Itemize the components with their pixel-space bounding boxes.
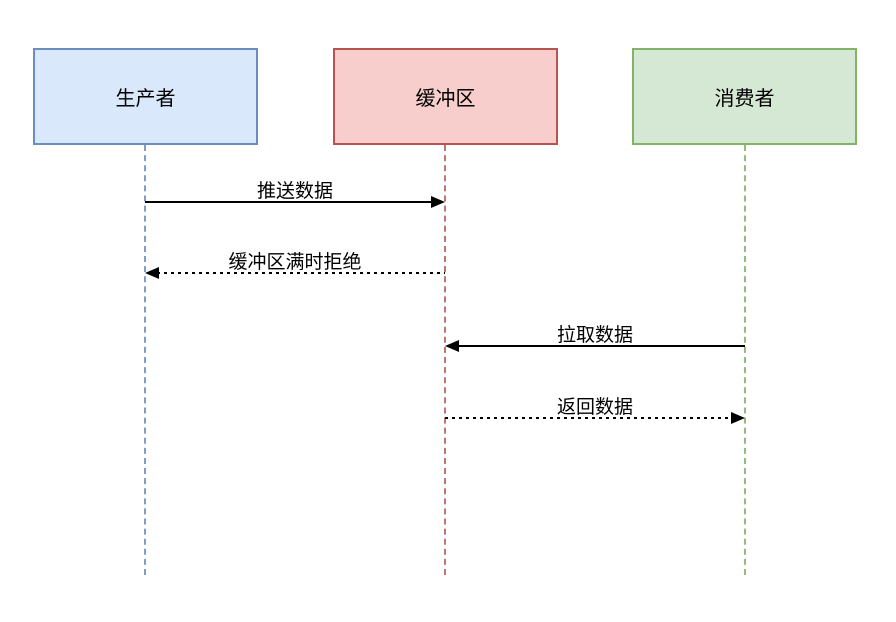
- arrowhead-right-icon: [731, 412, 745, 424]
- actor-box-consumer: 消费者: [632, 48, 857, 145]
- message-line: [145, 201, 433, 203]
- message-line: [157, 272, 445, 274]
- arrowhead-right-icon: [431, 196, 445, 208]
- message-label: 返回数据: [556, 397, 633, 418]
- message-reject-when-full: 缓冲区满时拒绝: [145, 247, 445, 281]
- message-return-data: 返回数据: [445, 392, 745, 426]
- message-label: 缓冲区满时拒绝: [228, 252, 362, 273]
- actor-label-consumer: 消费者: [714, 88, 775, 110]
- arrowhead-left-icon: [145, 267, 159, 279]
- lifeline-buffer: [444, 145, 446, 575]
- lifeline-consumer: [744, 145, 746, 575]
- actor-box-producer: 生产者: [33, 48, 258, 145]
- message-pull-data: 拉取数据: [445, 320, 745, 354]
- message-line: [445, 417, 733, 419]
- message-label: 拉取数据: [556, 325, 633, 346]
- actor-label-producer: 生产者: [115, 88, 176, 110]
- message-label: 推送数据: [256, 181, 333, 202]
- message-push-data: 推送数据: [145, 176, 445, 210]
- actor-label-buffer: 缓冲区: [415, 88, 476, 110]
- lifeline-producer: [144, 145, 146, 575]
- actor-box-buffer: 缓冲区: [333, 48, 558, 145]
- message-line: [457, 345, 745, 347]
- arrowhead-left-icon: [445, 340, 459, 352]
